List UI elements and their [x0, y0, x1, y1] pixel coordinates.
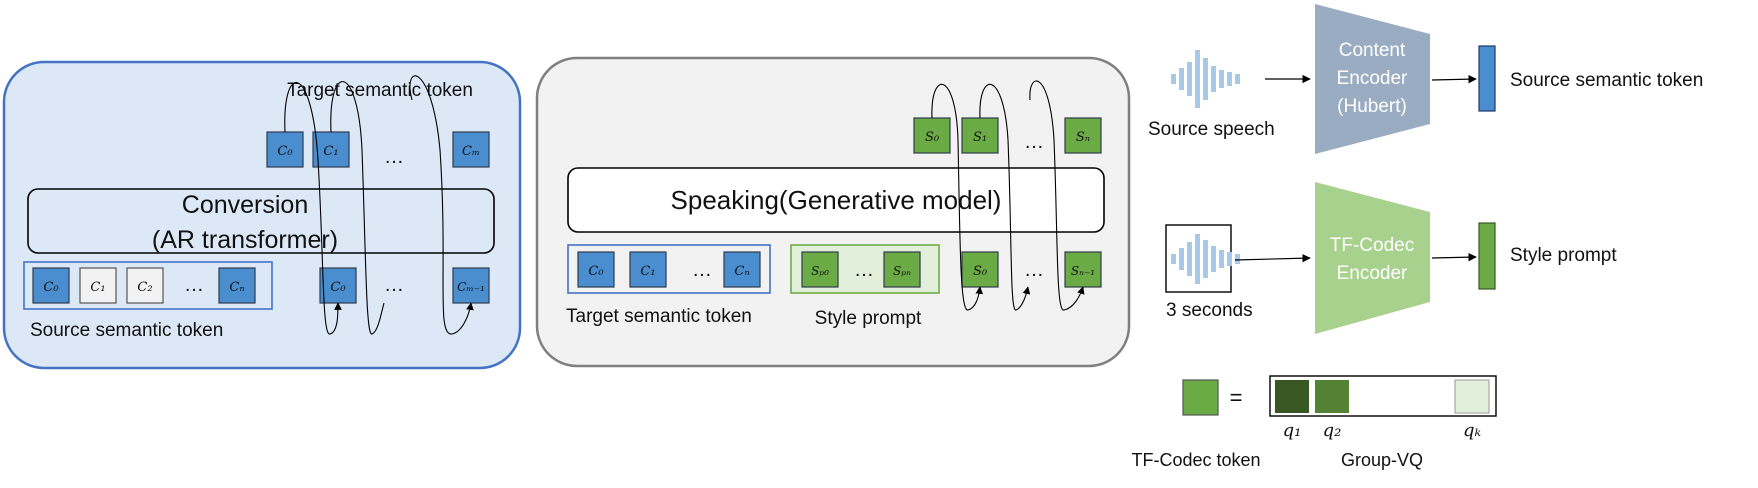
- conversion-panel: Conversion (AR transformer) C₀ C₁ C₂ … C…: [2, 60, 522, 370]
- source-token-c0: C₀: [32, 267, 70, 304]
- speaking-output-s1: S₁: [961, 117, 999, 154]
- svg-text:C₁: C₁: [640, 264, 655, 279]
- source-token-group: [23, 261, 273, 310]
- conversion-ar-loops: [284, 75, 474, 335]
- tfcodec-encoder: TF-Codec Encoder: [1315, 182, 1430, 334]
- output-token-cm: Cₘ: [452, 131, 490, 168]
- svg-text:C₁: C₁: [90, 280, 105, 295]
- style-prompt-label: Style prompt: [1510, 245, 1617, 266]
- conversion-block: [27, 188, 495, 254]
- svg-text:C₁: C₁: [323, 144, 338, 159]
- conversion-target-label: Target semantic token: [287, 80, 473, 101]
- source-token-c1: C₁: [79, 267, 117, 304]
- speaking-input-sn-1: Sₙ₋₁: [1064, 251, 1102, 288]
- svg-text:S₀: S₀: [925, 130, 940, 145]
- svg-text:C₀: C₀: [330, 280, 346, 295]
- speaking-output-sn: Sₙ: [1064, 117, 1102, 154]
- svg-text:C₀: C₀: [43, 280, 59, 295]
- svg-text:C₂: C₂: [137, 280, 152, 295]
- qk-label: qₖ: [1463, 420, 1482, 441]
- conversion-source-label: Source semantic token: [30, 320, 223, 341]
- speaking-target-label: Target semantic token: [566, 306, 752, 327]
- group-vq-q1: [1275, 380, 1309, 413]
- svg-text:Encoder: Encoder: [1337, 68, 1408, 89]
- svg-text:Cₙ: Cₙ: [734, 264, 749, 279]
- output-token-c0: C₀: [266, 131, 304, 168]
- svg-text:Sₚₙ: Sₚₙ: [893, 264, 911, 278]
- svg-text:Encoder: Encoder: [1337, 263, 1408, 284]
- tfcodec-encoder-arrow: [1431, 252, 1477, 262]
- speaking-target-cn: Cₙ: [723, 251, 761, 288]
- svg-text:Cₙ: Cₙ: [229, 280, 244, 295]
- three-seconds-label: 3 seconds: [1166, 300, 1253, 321]
- speaking-title: Speaking(Generative model): [671, 185, 1002, 215]
- tfcodec-token-label: TF-Codec token: [1131, 450, 1260, 470]
- speaking-output-s0: S₀: [913, 117, 951, 154]
- speaking-block: [567, 167, 1105, 233]
- input-token-c0: C₀: [319, 267, 357, 304]
- style-prompt-bar: [1478, 222, 1496, 290]
- equals-sign: =: [1230, 385, 1243, 410]
- q1-label: q₁: [1283, 420, 1302, 441]
- three-seconds-waveform-icon: [1171, 234, 1240, 284]
- svg-text:C₀: C₀: [588, 264, 604, 279]
- conversion-title-line1: Conversion: [182, 191, 308, 219]
- speaking-target-c1: C₁: [629, 251, 667, 288]
- source-semantic-token-label: Source semantic token: [1510, 70, 1703, 91]
- speaking-style-spn: Sₚₙ: [883, 251, 921, 288]
- speaking-style-label: Style prompt: [815, 308, 922, 329]
- source-speech-label: Source speech: [1148, 119, 1275, 140]
- source-token-ellipsis: …: [184, 274, 204, 296]
- svg-text:S₀: S₀: [973, 264, 988, 279]
- source-token-cn: Cₙ: [218, 267, 256, 304]
- svg-text:Sₙ₋₁: Sₙ₋₁: [1071, 264, 1095, 278]
- group-vq-q2: [1315, 380, 1349, 413]
- svg-text:Sₚ₀: Sₚ₀: [811, 264, 829, 278]
- group-vq-qk: [1454, 379, 1490, 414]
- speaking-ar-loops: [931, 80, 1085, 311]
- q2-label: q₂: [1323, 420, 1342, 441]
- three-seconds-arrow: [1234, 254, 1311, 263]
- tfcodec-token-square: [1182, 379, 1219, 416]
- conversion-title-line2: (AR transformer): [152, 226, 338, 254]
- output-token-ellipsis: …: [384, 146, 404, 168]
- output-token-c1: C₁: [312, 131, 350, 168]
- input-token-ellipsis: …: [384, 274, 404, 296]
- svg-text:Cₘ: Cₘ: [462, 144, 480, 159]
- speaking-target-c0: C₀: [577, 251, 615, 288]
- source-token-c2: C₂: [126, 267, 164, 304]
- content-encoder-arrow: [1431, 74, 1477, 84]
- speaking-output-ellipsis: …: [1024, 131, 1044, 153]
- svg-text:(Hubert): (Hubert): [1337, 96, 1407, 117]
- speaking-target-ellipsis: …: [692, 259, 712, 281]
- svg-text:Cₘ₋₁: Cₘ₋₁: [457, 280, 485, 294]
- speaking-input-s0: S₀: [961, 251, 999, 288]
- svg-text:Sₙ: Sₙ: [1076, 130, 1090, 145]
- speaking-input-ellipsis: …: [1024, 259, 1044, 281]
- speaking-style-ellipsis: …: [854, 259, 874, 281]
- svg-text:C₀: C₀: [277, 144, 293, 159]
- source-speech-waveform-icon: [1171, 50, 1240, 108]
- svg-text:TF-Codec: TF-Codec: [1330, 235, 1414, 256]
- svg-text:S₁: S₁: [973, 130, 987, 145]
- source-semantic-token-bar: [1478, 45, 1496, 112]
- content-encoder: Content Encoder (Hubert): [1315, 4, 1430, 154]
- speaking-panel: Speaking(Generative model) C₀ C₁ … Cₙ Ta…: [535, 56, 1131, 368]
- input-token-cm-1: Cₘ₋₁: [452, 267, 490, 304]
- group-vq-label: Group-VQ: [1341, 450, 1423, 470]
- speaking-style-sp0: Sₚ₀: [801, 251, 839, 288]
- svg-text:Content: Content: [1339, 40, 1406, 61]
- speaking-target-group: [567, 244, 771, 294]
